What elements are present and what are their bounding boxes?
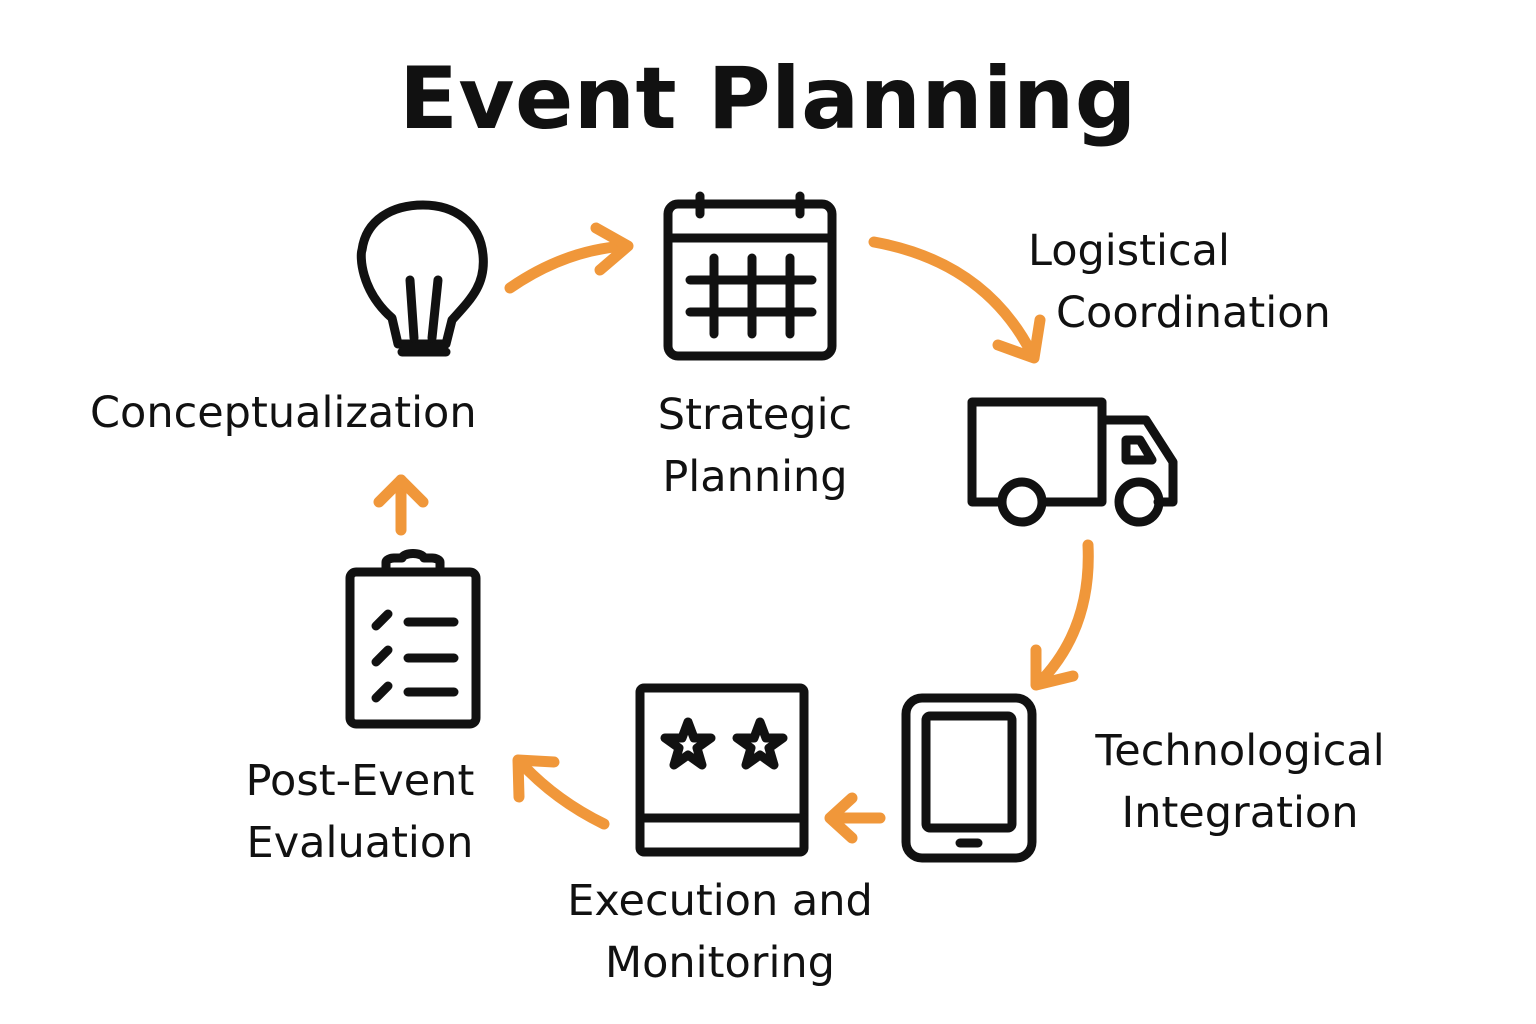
step-label-logistical-coordination: Logistical Coordination [1028,226,1331,338]
calendar-icon [663,191,837,361]
step-label-strategic-planning: Strategic Planning [657,390,853,502]
lightbulb-icon [356,200,488,357]
arrow-concept-to-strategic [504,222,634,294]
step-label-post-event-evaluation: Post-Event Evaluation [245,756,475,868]
step-label-execution-monitoring: Execution and Monitoring [567,876,873,988]
screen-stars-icon [635,683,809,857]
arrow-technological-to-execution [824,792,886,844]
tablet-icon [901,693,1037,863]
clipboard-checklist-icon [345,549,481,729]
truck-icon [967,397,1178,527]
arrow-strategic-to-logistical [868,236,1046,364]
step-label-technological-integration: Technological Integration [1095,726,1385,838]
arrow-postevent-to-concept [373,474,429,536]
arrow-execution-to-postevent [512,754,610,830]
diagram-title: Event Planning [399,49,1137,149]
arrow-logistical-to-technological [1030,539,1094,691]
step-label-conceptualization: Conceptualization [90,388,477,438]
